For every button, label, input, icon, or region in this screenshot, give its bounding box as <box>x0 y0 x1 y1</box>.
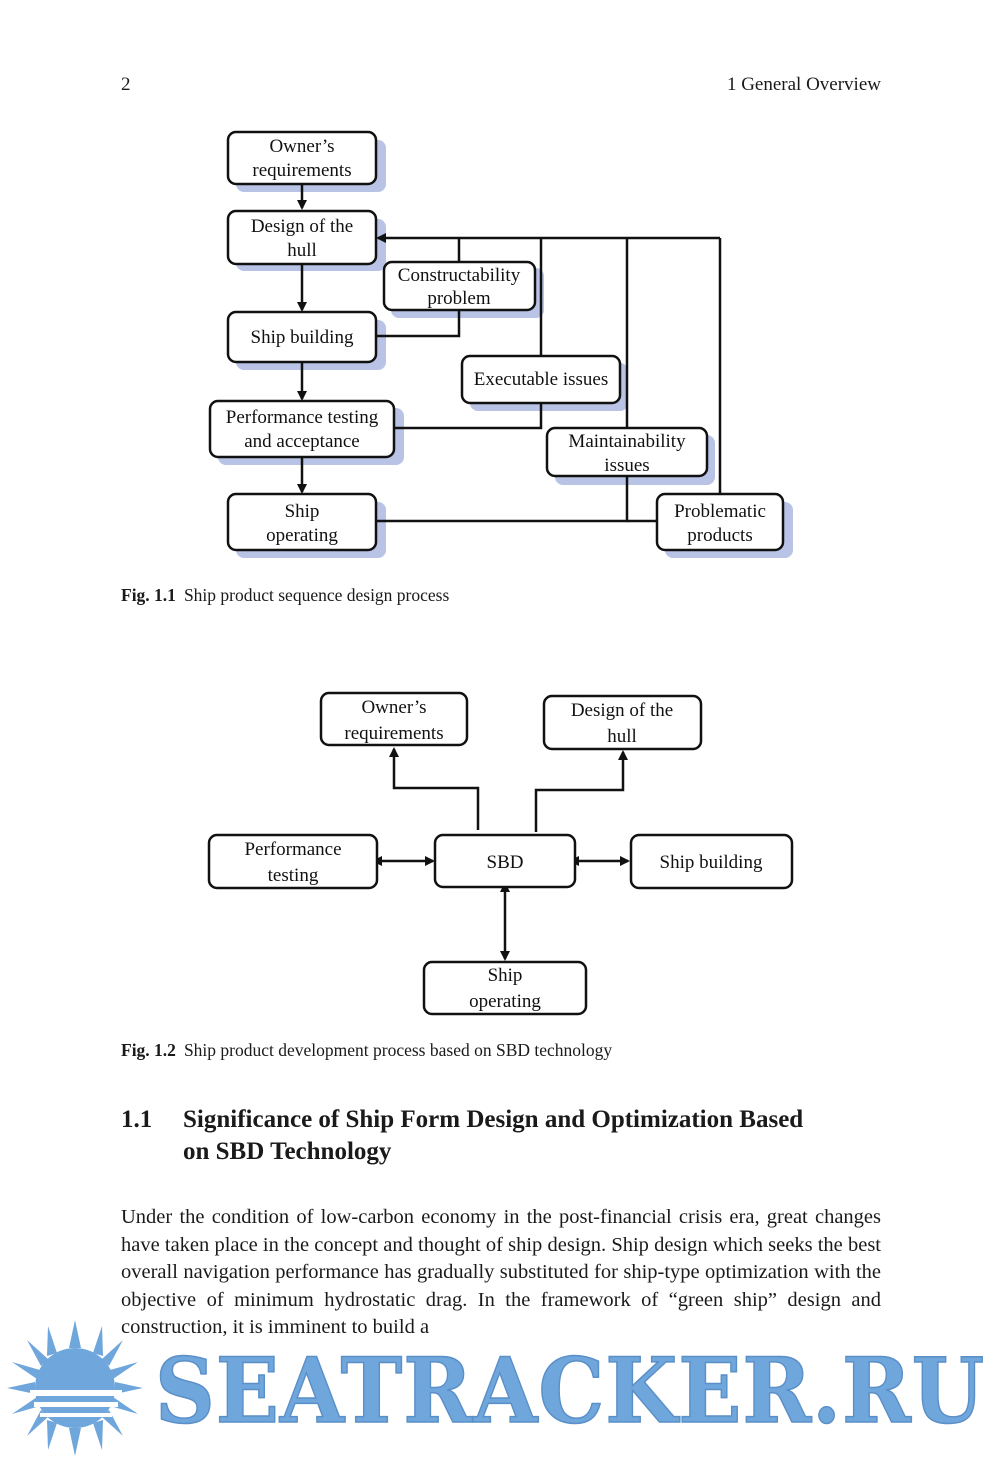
label-ship-building-2: Ship building <box>660 852 763 873</box>
box-design-of-the-hull <box>226 209 378 266</box>
label-sbd: SBD <box>487 852 524 873</box>
body-text: Under the condition of low-carbon econom… <box>121 1206 881 1338</box>
figure-1-1-label: Fig. 1.1 <box>121 585 176 605</box>
box-owners-requirements <box>226 130 378 186</box>
section-number: 1.1 <box>121 1106 153 1133</box>
page-number: 2 <box>121 74 131 95</box>
box-executable-issues <box>460 354 622 405</box>
label-ship-operating-1: Ship <box>285 501 320 522</box>
label-problematic-products-1: Problematic <box>674 501 766 522</box>
label-design-of-the-hull-1: Design of the <box>251 216 353 237</box>
label-performance-testing-1: Performance testing <box>226 407 379 428</box>
label-design-of-the-hull-2: hull <box>287 240 317 261</box>
figure-1-1-diagram: Owner’s requirements Design of the hull … <box>208 130 793 558</box>
running-header-chapter: 1 General Overview <box>726 74 881 95</box>
figure-1-2-caption-text: Ship product development process based o… <box>183 1040 613 1060</box>
box-performance-testing <box>208 399 396 459</box>
label-ship-building: Ship building <box>251 327 354 348</box>
label-performance-testing-2-1: Performance <box>244 839 341 860</box>
label-owners-requirements-1: Owner’s <box>269 136 334 157</box>
label-performance-testing-2: and acceptance <box>244 431 360 452</box>
box-problematic-products <box>655 492 785 552</box>
label-owners-requirements-2-1: Owner’s <box>361 697 426 718</box>
figure-1-1-caption: Fig. 1.1 Ship product sequence design pro… <box>121 585 449 606</box>
watermark: SEATRACKER.RU <box>7 1320 985 1456</box>
box-performance-testing-2 <box>207 833 379 890</box>
section-title: Significance of Ship Form Design and Opt… <box>183 1106 804 1165</box>
box-ship-operating <box>226 492 378 552</box>
figure-1-2-label: Fig. 1.2 <box>121 1040 176 1060</box>
box-constructability-problem <box>382 260 537 312</box>
label-problematic-products-2: products <box>687 525 752 546</box>
label-performance-testing-2-2: testing <box>268 865 319 886</box>
box-ship-operating-2 <box>422 960 588 1016</box>
box-ship-building-2 <box>629 833 794 890</box>
label-ship-operating-2-2: operating <box>469 991 541 1012</box>
box-sbd <box>433 833 577 889</box>
figure-1-1-caption-text: Ship product sequence design process <box>183 585 450 605</box>
watermark-text: SEATRACKER.RU <box>155 1338 985 1444</box>
label-constructability-problem-2: problem <box>427 288 491 309</box>
label-maintainability-issues-1: Maintainability <box>568 431 686 452</box>
label-maintainability-issues-2: issues <box>604 455 649 476</box>
label-owners-requirements-2: requirements <box>252 160 351 181</box>
label-ship-operating-2-1: Ship <box>488 965 523 986</box>
figure-1-2-diagram: Owner’s requirements Design of the hull … <box>207 691 794 1016</box>
label-constructability-problem-1: Constructability <box>398 265 521 286</box>
label-ship-operating-2: operating <box>266 525 338 546</box>
box-maintainability-issues <box>545 426 709 478</box>
label-design-of-the-hull-2-2: hull <box>607 726 637 747</box>
label-design-of-the-hull-2-1: Design of the <box>571 700 673 721</box>
box-design-of-the-hull-2 <box>542 694 703 751</box>
label-executable-issues: Executable issues <box>474 369 609 390</box>
box-ship-building <box>226 310 378 364</box>
label-owners-requirements-2-2: requirements <box>344 723 443 744</box>
watermark-sun-logo <box>7 1320 143 1456</box>
figure-1-2-caption: Fig. 1.2 Ship product development process… <box>121 1040 612 1061</box>
body-paragraph: Under the condition of low-carbon econom… <box>121 1204 881 1342</box>
box-owners-requirements-2 <box>319 691 469 747</box>
